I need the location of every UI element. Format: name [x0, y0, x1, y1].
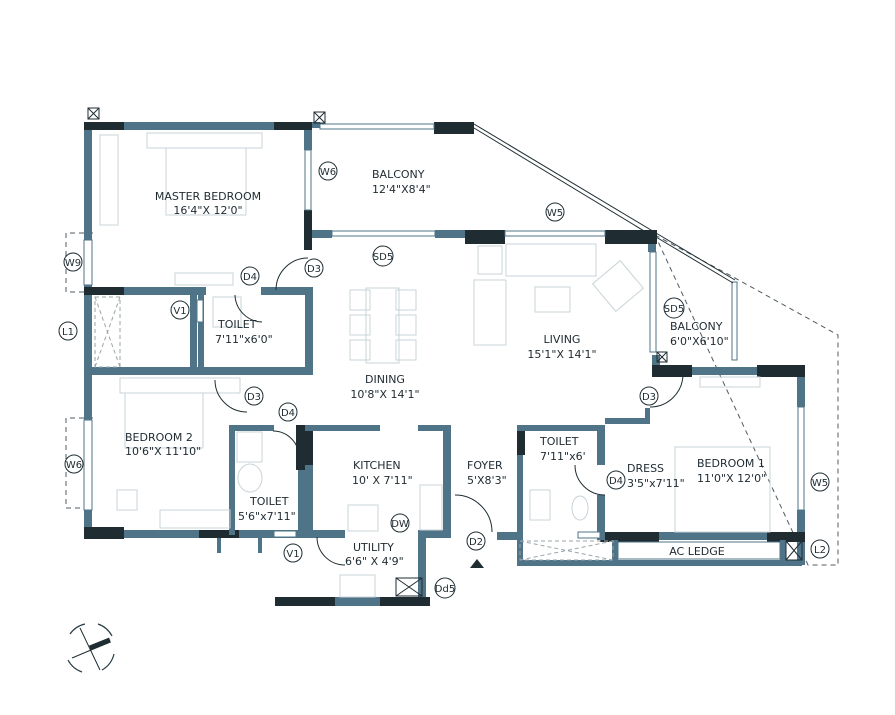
tag-d2: D2 [466, 531, 486, 551]
tag-w5-balcony: W5 [545, 202, 565, 222]
svg-text:W6: W6 [66, 460, 82, 471]
tag-sd5-balcony: SD5 [663, 297, 685, 319]
utility-size: 6'6" X 4'9" [345, 555, 404, 568]
svg-text:W6: W6 [320, 167, 336, 178]
kitchen-size: 10' X 7'11" [352, 474, 413, 487]
tag-w9: W9 [63, 252, 83, 272]
svg-text:D4: D4 [609, 476, 623, 487]
toilet-2-name: TOILET [249, 495, 289, 508]
svg-text:D4: D4 [243, 272, 257, 283]
bedroom-1-size: 11'0"X 12'0" [697, 472, 766, 485]
tag-d3-master: D3 [304, 258, 324, 278]
tag-l2: L2 [810, 539, 830, 559]
foyer-name: FOYER [467, 459, 503, 472]
toilet-1-name: TOILET [539, 435, 579, 448]
dining-size: 10'8"X 14'1" [350, 388, 419, 401]
balcony-projection-outline [653, 233, 839, 566]
tag-v1-master: V1 [170, 300, 190, 320]
tag-d3-bed2: D3 [244, 386, 264, 406]
master-bedroom-size: 16'4"X 12'0" [173, 204, 242, 217]
opening-tags: W6 W9 L1 V1 D4 D3 SD5 W5 SD5 D3 D4 W6 V1… [58, 161, 830, 599]
bedroom-1-name: BEDROOM 1 [697, 457, 765, 470]
foyer-size: 5'X8'3" [467, 474, 507, 487]
svg-text:D3: D3 [642, 392, 656, 403]
master-bedroom-name: MASTER BEDROOM [155, 190, 261, 203]
balcony-2-size: 6'0"X6'10" [670, 335, 729, 348]
balcony-1-size: 12'4"X8'4" [372, 183, 431, 196]
tag-w5-bed1: W5 [810, 472, 830, 492]
ac-ledge-box [617, 541, 781, 560]
living-name: LIVING [544, 333, 581, 346]
dress-name: DRESS [627, 462, 664, 475]
bedroom-2-name: BEDROOM 2 [125, 431, 193, 444]
windows [83, 123, 805, 539]
bedroom-2-size: 10'6"X 11'10" [125, 445, 201, 458]
svg-text:Dd5: Dd5 [435, 584, 455, 595]
shaft-cross-icon [87, 107, 803, 597]
furniture [99, 132, 771, 598]
svg-text:W5: W5 [812, 478, 828, 489]
toilet-master-name: TOILET [217, 318, 257, 331]
tag-v1-toilet2: V1 [283, 543, 303, 563]
dress-size: 3'5"x7'11" [627, 477, 685, 490]
svg-text:SD5: SD5 [373, 252, 393, 263]
toilet-master-size: 7'11"x6'0" [215, 333, 273, 346]
dining-name: DINING [365, 373, 405, 386]
svg-text:W9: W9 [65, 258, 81, 269]
svg-text:L1: L1 [62, 327, 74, 338]
living-size: 15'1"X 14'1" [527, 348, 596, 361]
kitchen-name: KITCHEN [353, 459, 401, 472]
svg-text:V1: V1 [173, 306, 186, 317]
svg-text:D3: D3 [307, 264, 321, 275]
ac-ledge-name: AC LEDGE [669, 545, 725, 558]
tag-dw: DW [390, 513, 410, 533]
svg-text:V1: V1 [286, 549, 299, 560]
svg-text:DW: DW [391, 519, 409, 530]
svg-text:D2: D2 [469, 537, 483, 548]
tag-dd5: Dd5 [434, 577, 456, 599]
doors [214, 257, 684, 566]
toilet-2-size: 5'6"x7'11" [238, 510, 296, 523]
tag-d4-dress: D4 [606, 470, 626, 490]
north-compass-icon [67, 623, 115, 673]
balcony-1-name: BALCONY [372, 168, 425, 181]
tag-w6-bed2: W6 [64, 454, 84, 474]
toilet-1-size: 7'11"x6' [540, 450, 586, 463]
entrance-arrow-icon [470, 559, 484, 568]
balcony-2-name: BALCONY [670, 320, 723, 333]
tag-l1: L1 [58, 321, 78, 341]
svg-text:SD5: SD5 [664, 304, 684, 315]
tag-d4-master: D4 [240, 266, 260, 286]
tag-d4-toilet2: D4 [278, 402, 298, 422]
tag-d3-bed1: D3 [639, 386, 659, 406]
svg-text:D3: D3 [247, 392, 261, 403]
tag-sd5-dining: SD5 [372, 245, 394, 267]
svg-text:W5: W5 [547, 208, 563, 219]
tag-w6-master: W6 [318, 161, 338, 181]
svg-text:L2: L2 [814, 545, 826, 556]
utility-name: UTILITY [353, 541, 394, 554]
room-labels: MASTER BEDROOM 16'4"X 12'0" BALCONY 12'4… [125, 168, 766, 568]
walls [84, 122, 805, 606]
svg-text:D4: D4 [281, 408, 295, 419]
